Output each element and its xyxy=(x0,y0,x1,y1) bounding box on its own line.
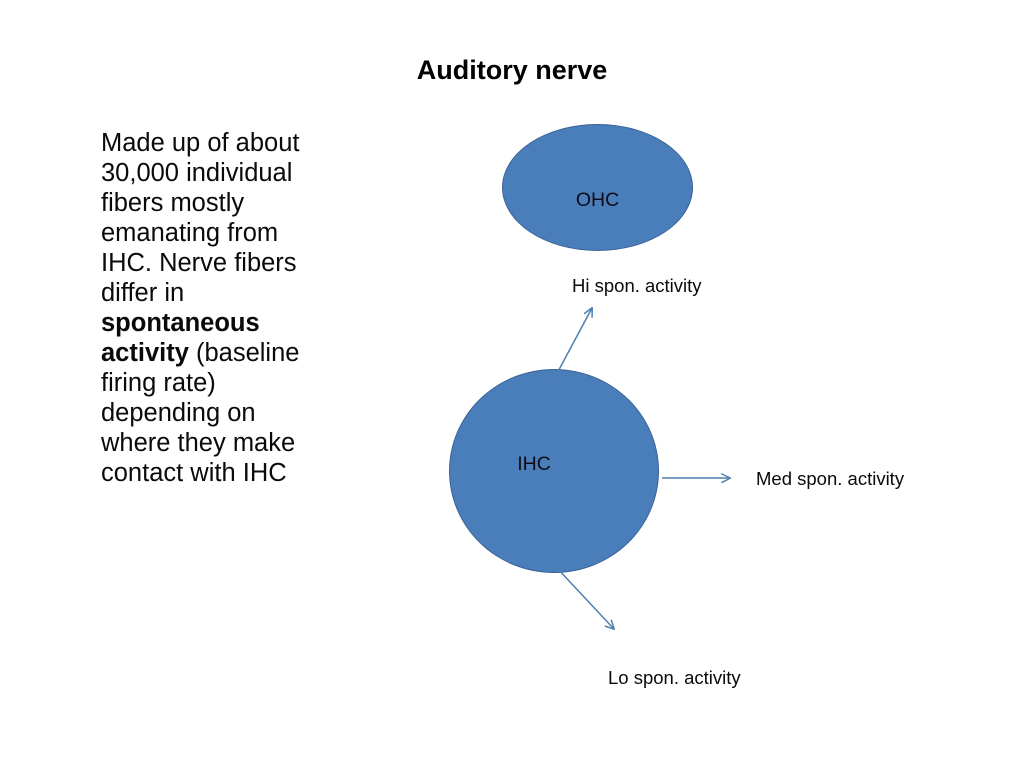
arrow-lo-spon-activity xyxy=(555,566,616,631)
body-text-segment-bold: spontaneous activity xyxy=(101,309,260,367)
ohc-cell-label: OHC xyxy=(575,189,620,211)
label-lo-spon-activity: Lo spon. activity xyxy=(608,667,741,688)
body-text-segment-1: Made up of about 30,000 individual fiber… xyxy=(101,129,300,307)
label-hi-spon-activity: Hi spon. activity xyxy=(572,275,702,296)
page-title: Auditory nerve xyxy=(416,55,608,85)
ihc-cell-label: IHC xyxy=(517,453,551,475)
body-text-block: Made up of about 30,000 individual fiber… xyxy=(101,128,313,488)
ohc-cell-shape xyxy=(502,124,693,251)
body-text-segment-3: (baseline firing rate) depending on wher… xyxy=(101,339,300,487)
label-med-spon-activity: Med spon. activity xyxy=(756,468,905,489)
ihc-cell-shape xyxy=(449,369,659,573)
